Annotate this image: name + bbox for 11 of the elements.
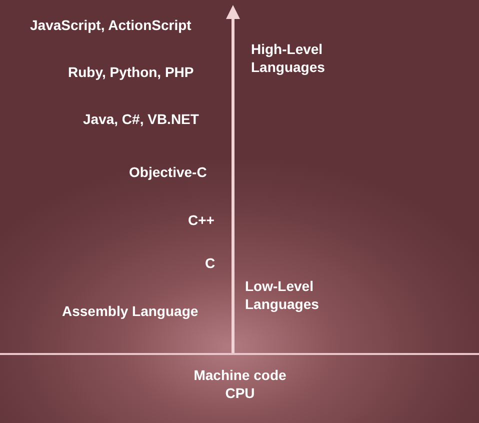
level-label: Ruby, Python, PHP <box>68 63 194 81</box>
level-label: JavaScript, ActionScript <box>30 16 192 34</box>
level-label: Machine code <box>194 366 286 384</box>
level-label: C <box>205 254 216 272</box>
level-label: C++ <box>188 211 214 229</box>
level-label: CPU <box>225 384 255 402</box>
level-label: Assembly Language <box>62 302 198 320</box>
level-label: Java, C#, VB.NET <box>83 110 199 128</box>
level-label: Low-Level Languages <box>245 277 320 313</box>
level-label: High-Level Languages <box>251 40 326 76</box>
level-label: Objective-C <box>129 163 207 181</box>
